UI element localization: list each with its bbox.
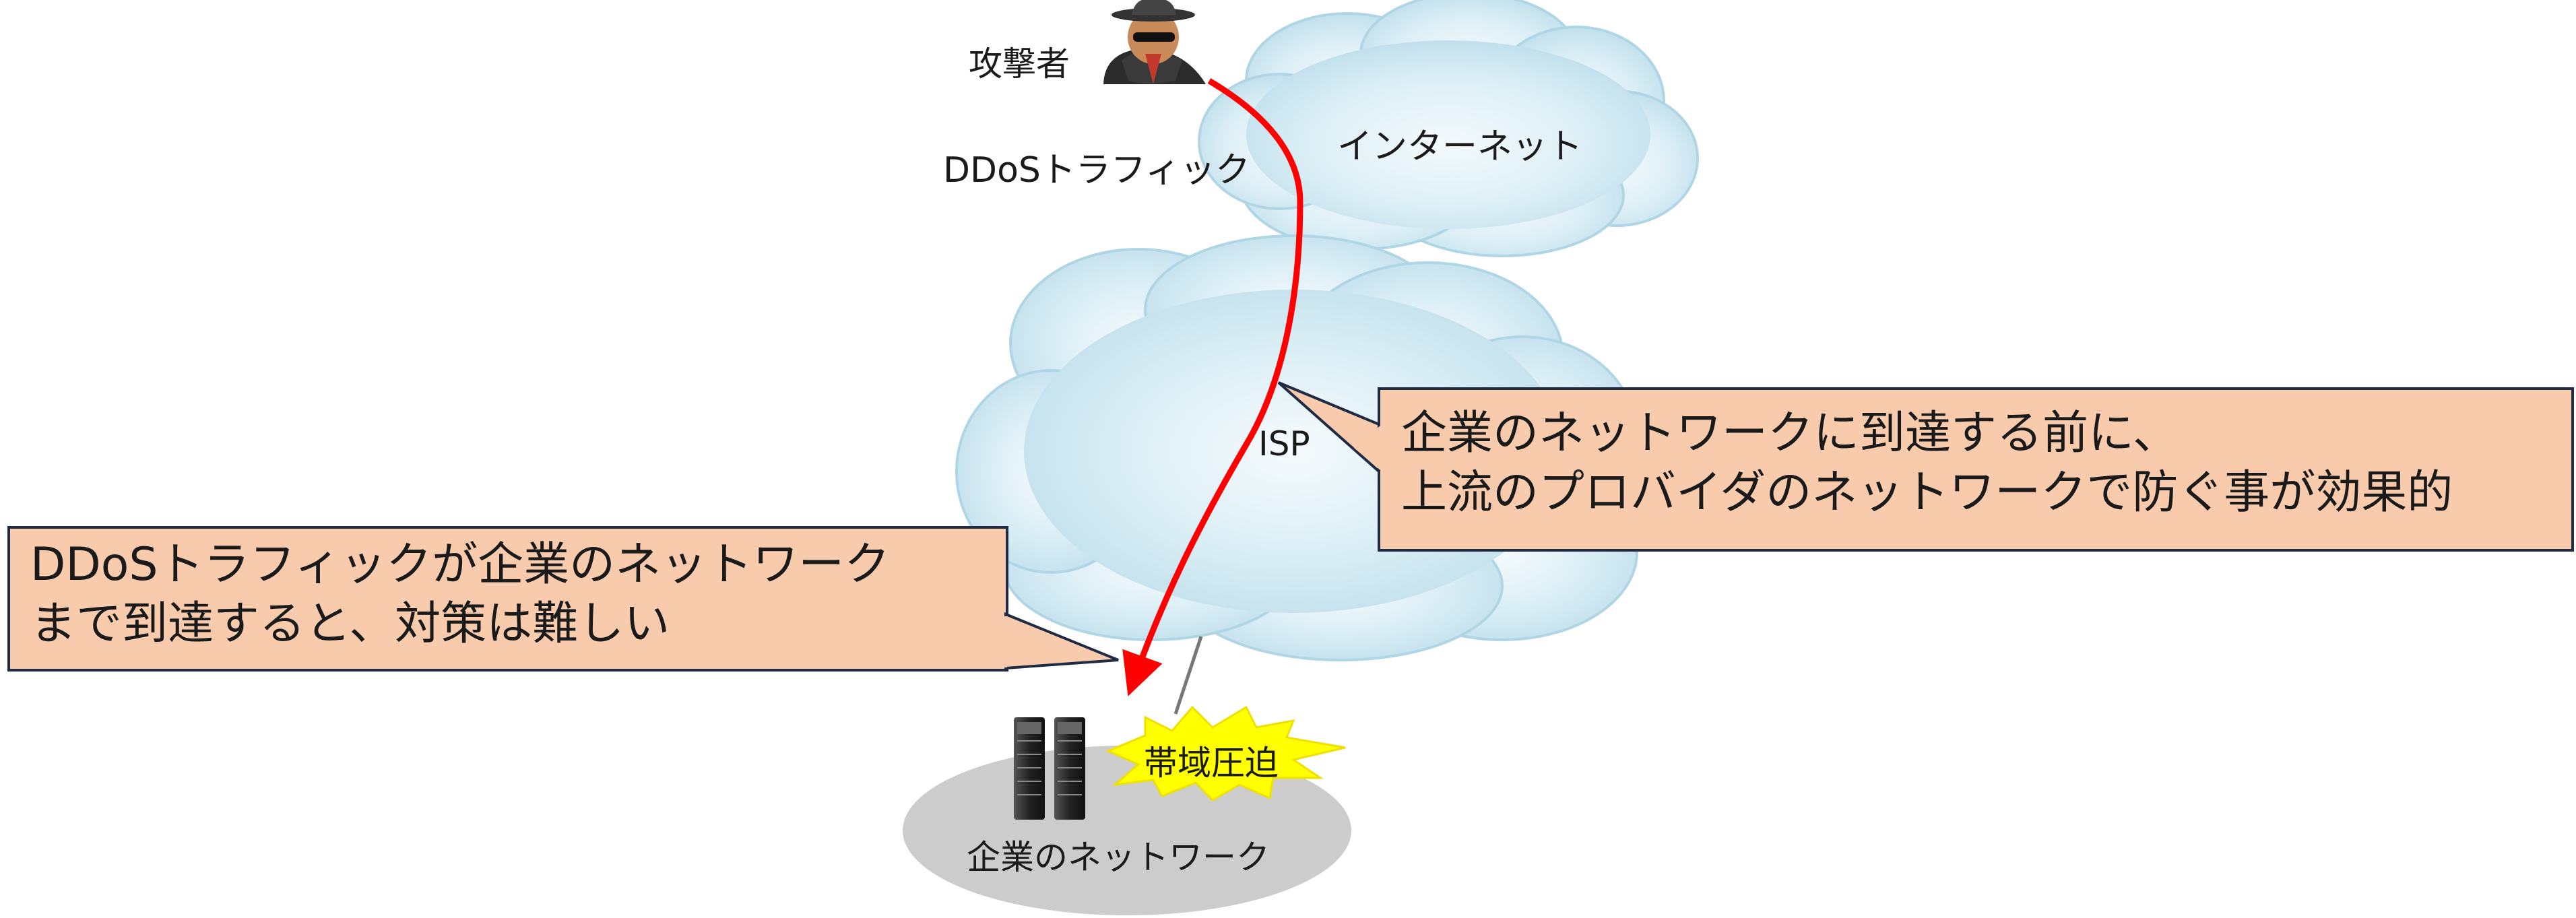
ddos-attack-path — [1122, 78, 1303, 696]
bandwidth-label: 帯域圧迫 — [1144, 744, 1279, 783]
internet-cloud — [1198, 0, 1699, 257]
isp-cloud — [955, 234, 1638, 661]
server-rack-icon — [1014, 717, 1085, 820]
hacker-icon — [1103, 0, 1206, 84]
network-link-line — [1173, 636, 1203, 715]
enterprise-network-label: 企業のネットワーク — [967, 838, 1270, 877]
callout-left-line1: DDoSトラフィックが企業のネットワーク — [30, 538, 891, 591]
callout-right-box — [1277, 381, 2574, 552]
attacker-label: 攻撃者 — [969, 44, 1070, 84]
ddos-traffic-label: DDoSトラフィック — [943, 150, 1250, 191]
explosion-burst-icon — [1105, 705, 1346, 801]
callout-left-text: DDoSトラフィックが企業のネットワーク まで到達すると、対策は難しい — [30, 535, 890, 655]
callout-right-text: 企業のネットワークに到達する前に、 上流のプロバイダのネットワークで防ぐ事が効果… — [1401, 404, 2453, 523]
callout-right-line1: 企業のネットワークに到達する前に、 — [1401, 407, 2179, 460]
callout-left-box — [7, 526, 1119, 671]
isp-label: ISP — [1258, 424, 1310, 463]
callout-left-line2: まで到達すると、対策は難しい — [30, 597, 670, 651]
internet-label: インターネット — [1337, 127, 1583, 167]
callout-right-line2: 上流のプロバイダのネットワークで防ぐ事が効果的 — [1401, 466, 2453, 520]
